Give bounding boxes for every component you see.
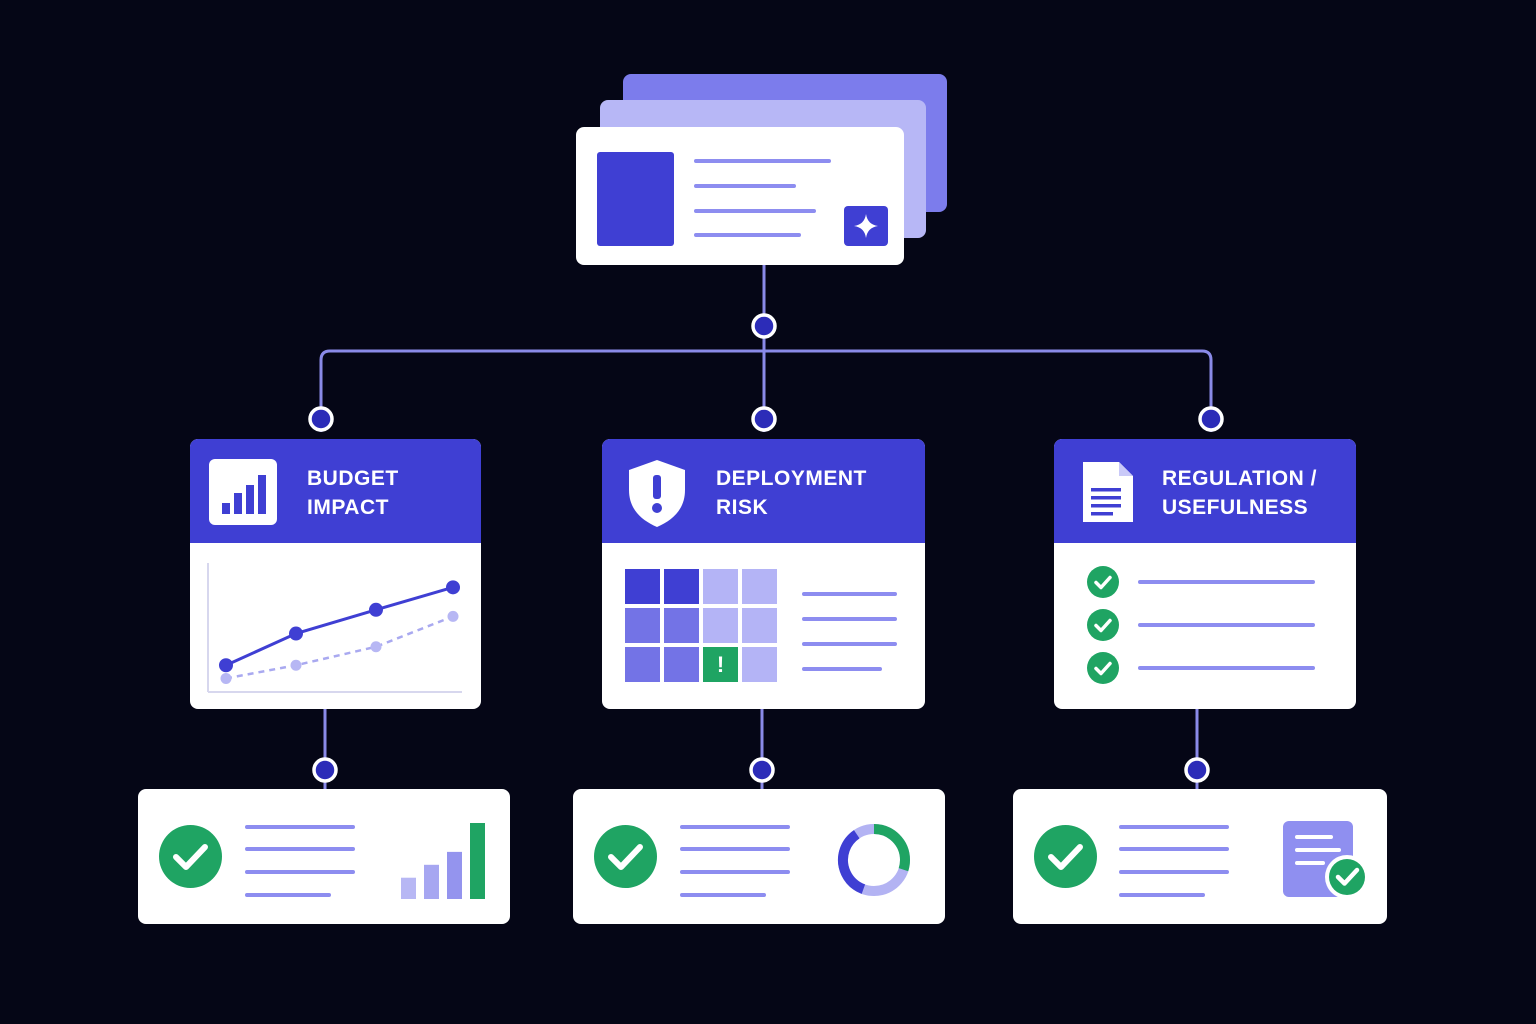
deployment-risk-header: DEPLOYMENT RISK — [602, 439, 925, 543]
solid-series-point — [289, 626, 303, 641]
regulation-usefulness-card[interactable]: REGULATION / USEFULNESS — [1054, 439, 1356, 709]
outcome-bar — [470, 823, 485, 899]
connector-branch — [319, 349, 1213, 432]
risk-cell — [703, 569, 738, 604]
node-budget-outcome — [312, 757, 338, 783]
outcome-text-line — [1119, 893, 1205, 897]
risk-cell — [664, 647, 699, 682]
budget-impact-header: BUDGET IMPACT — [190, 439, 481, 543]
check-circle-icon — [1034, 825, 1097, 888]
bar-chart-icon — [209, 459, 277, 525]
outcome-text-line — [245, 870, 355, 874]
outcome-text-line — [1119, 847, 1229, 851]
outcome-bar — [424, 864, 439, 899]
document-icon — [1079, 458, 1137, 526]
outcome-text-line — [245, 847, 355, 851]
check-circle-icon — [1087, 652, 1119, 684]
risk-text-line — [802, 592, 897, 596]
risk-cell — [742, 647, 777, 682]
dashed-series-point — [290, 659, 302, 671]
check-circle-icon — [159, 825, 222, 888]
deployment-risk-card[interactable]: DEPLOYMENT RISK ! — [602, 439, 925, 709]
outcome-text-line — [680, 893, 766, 897]
junction-node — [751, 313, 777, 339]
risk-cell — [625, 608, 660, 643]
risk-cell — [664, 569, 699, 604]
source-text-line — [694, 233, 801, 237]
risk-text-line — [802, 617, 897, 621]
risk-grid: ! — [625, 569, 779, 685]
budget-impact-card[interactable]: BUDGET IMPACT — [190, 439, 481, 709]
regulation-outcome-card[interactable] — [1013, 789, 1387, 924]
outcome-text-line — [680, 847, 790, 851]
risk-cell — [742, 608, 777, 643]
solid-series-point — [219, 658, 233, 673]
checklist-text-line — [1138, 580, 1315, 584]
outcome-bar — [447, 851, 462, 899]
deployment-risk-title: DEPLOYMENT RISK — [716, 467, 867, 519]
checklist — [1054, 543, 1356, 709]
checklist-text-line — [1138, 623, 1315, 627]
solid-series-line — [225, 585, 454, 667]
sparkle-icon — [844, 206, 888, 246]
check-circle-icon — [594, 825, 657, 888]
risk-cell — [742, 569, 777, 604]
verified-document-icon — [1281, 819, 1385, 901]
regulation-usefulness-title: REGULATION / USEFULNESS — [1162, 467, 1317, 519]
outcome-text-line — [680, 825, 790, 829]
outcome-bar — [401, 877, 416, 899]
shield-alert-icon — [625, 457, 689, 529]
outcome-text-line — [245, 825, 355, 829]
risk-cell — [625, 569, 660, 604]
alert-mark: ! — [716, 652, 725, 677]
risk-matrix-body: ! — [602, 543, 925, 709]
risk-text-line — [802, 667, 882, 671]
checklist-text-line — [1138, 666, 1315, 670]
risk-cell — [625, 647, 660, 682]
donut-segment-success — [838, 824, 910, 896]
source-text-line — [694, 184, 796, 188]
budget-line-chart — [190, 543, 481, 709]
budget-impact-title: BUDGET IMPACT — [307, 467, 399, 519]
dashed-series-point — [220, 672, 232, 684]
node-regulation — [1198, 406, 1224, 432]
risk-cell-alert: ! — [703, 647, 738, 682]
regulation-usefulness-header: REGULATION / USEFULNESS — [1054, 439, 1356, 543]
node-deployment-outcome — [749, 757, 775, 783]
source-text-line — [694, 159, 831, 163]
solid-series-point — [446, 580, 460, 595]
dashed-series-point — [447, 610, 459, 622]
outcome-text-line — [1119, 870, 1229, 874]
check-circle-icon — [1087, 609, 1119, 641]
donut-chart-icon — [833, 819, 915, 901]
outcome-text-line — [245, 893, 331, 897]
node-budget — [308, 406, 334, 432]
outcome-text-line — [680, 870, 790, 874]
dashed-series-point — [370, 641, 382, 653]
source-thumbnail — [597, 152, 674, 246]
source-text-line — [694, 209, 816, 213]
deployment-outcome-card[interactable] — [573, 789, 945, 924]
check-circle-icon — [1087, 566, 1119, 598]
risk-cell — [664, 608, 699, 643]
node-deployment — [751, 406, 777, 432]
bar-chart-icon — [396, 819, 492, 901]
solid-series-point — [369, 602, 383, 617]
dashed-series-line — [225, 615, 454, 680]
risk-text-line — [802, 642, 897, 646]
source-card[interactable] — [576, 127, 904, 265]
node-regulation-outcome — [1184, 757, 1210, 783]
risk-cell — [703, 608, 738, 643]
outcome-text-line — [1119, 825, 1229, 829]
budget-outcome-card[interactable] — [138, 789, 510, 924]
